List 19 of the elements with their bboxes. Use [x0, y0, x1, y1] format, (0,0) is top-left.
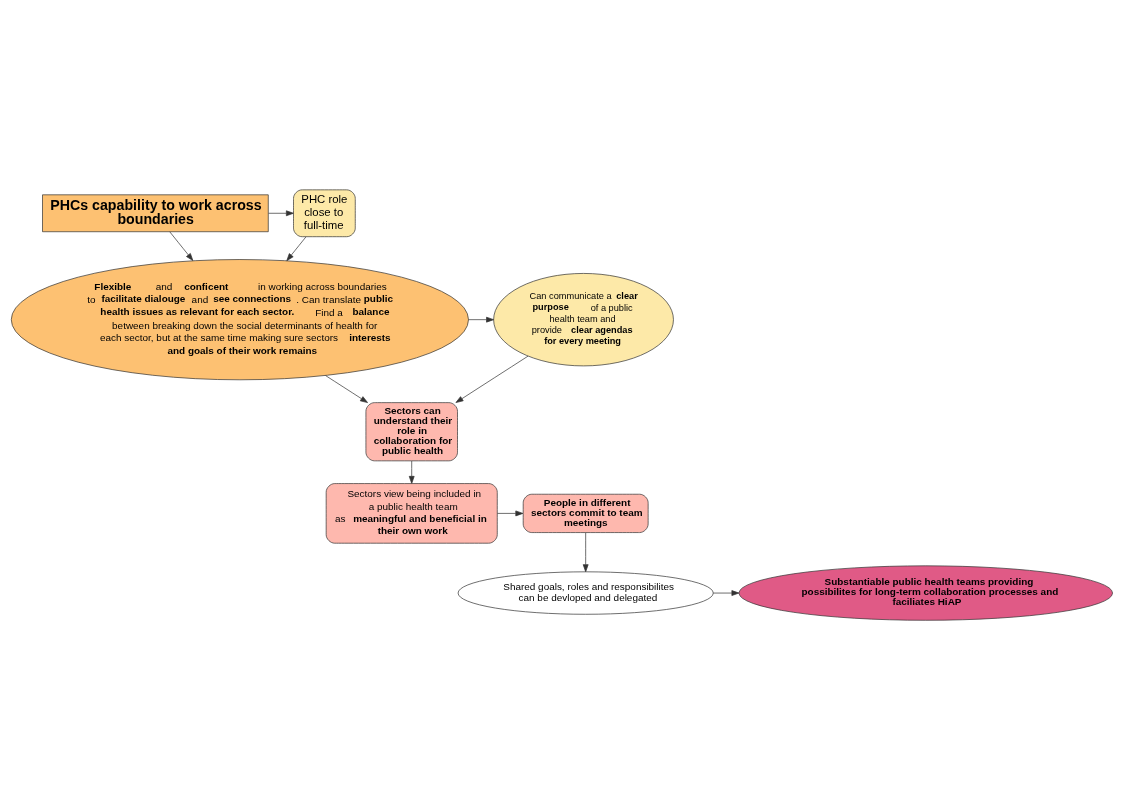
node-ellipse: Flexible and conficent in working across boundaries to facilitate dialouge and see connections. Can translate public health issues as relevant for each sector. Find a balance between breaking down the social determinants of health for each sector, but at the same time making sure sectors interests and goals of their work remains [10, 259, 469, 381]
node-box: Sectors can understand their role in collaboration for public health [365, 402, 458, 462]
arrow [712, 590, 740, 596]
arrow [268, 210, 294, 217]
node-box: Sectors view being included in a public health team as meaningful and beneficial in their own work [325, 483, 498, 544]
node-box: PHCs capability to work across boundaries [42, 194, 269, 233]
node-ellipse: Substantiable public health teams providing possibilites for long-term collaboration processes and faciliates HiAP [738, 565, 1113, 621]
node-ellipse: Shared goals, roles and responsibilites can be devloped and delegated [457, 571, 714, 615]
arrow [169, 231, 194, 261]
arrow [582, 532, 589, 573]
arrow [325, 375, 368, 403]
arrow [455, 355, 529, 403]
node-box: PHC role close to full-time [293, 189, 356, 238]
node-box: People in different sectors commit to team meetings [522, 493, 649, 533]
arrow [408, 460, 415, 484]
arrow [468, 316, 494, 323]
arrow [286, 236, 307, 262]
node-ellipse: Can communicate a clear purpose of a public health team and provide clear agendas for every meeting [493, 273, 674, 367]
arrow [497, 510, 524, 517]
